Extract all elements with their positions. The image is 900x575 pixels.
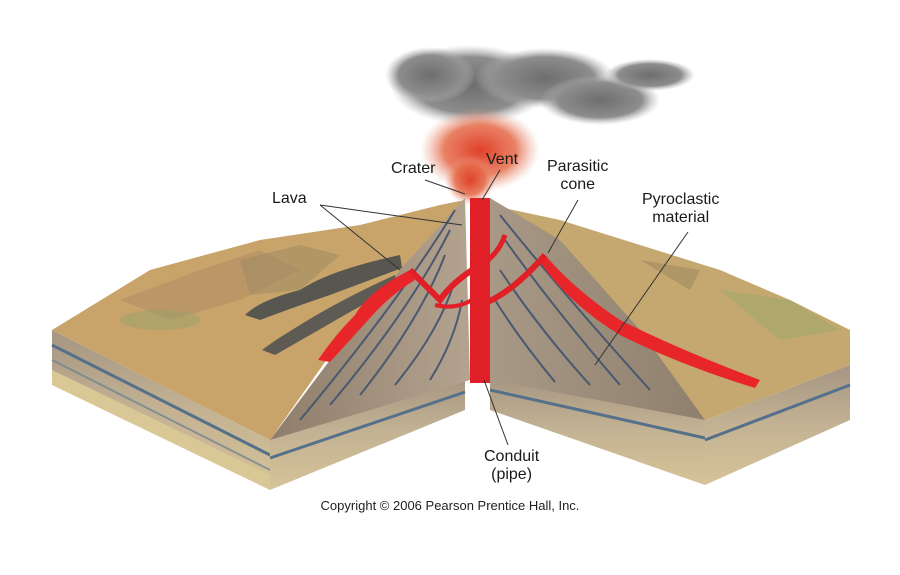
label-lava: Lava (272, 190, 307, 207)
left-terrain (52, 200, 465, 440)
label-pyroclastic-line2: material (652, 209, 710, 226)
label-crater: Crater (391, 160, 436, 177)
cone-left (270, 198, 470, 440)
label-conduit-line1: Conduit (484, 448, 540, 465)
right-block-strata (489, 365, 851, 485)
left-block-strata (51, 330, 466, 490)
label-pyroclastic-material: Pyroclastic material (642, 191, 719, 227)
label-parasitic-line2: cone (560, 176, 596, 193)
label-vent: Vent (486, 151, 519, 168)
leader-lines (319, 169, 689, 446)
magma-conduit (407, 198, 548, 383)
label-conduit-line2: (pipe) (491, 466, 533, 483)
old-lava-flows (245, 255, 402, 355)
label-parasitic-line1: Parasitic (547, 158, 609, 175)
label-conduit: Conduit (pipe) (484, 448, 539, 484)
label-parasitic-cone: Parasitic cone (547, 158, 608, 194)
lava-flows (318, 255, 760, 388)
copyright-notice: Copyright © 2006 Pearson Prentice Hall, … (320, 498, 580, 513)
ash-cloud (385, 45, 695, 205)
label-pyroclastic-line1: Pyroclastic (642, 191, 720, 208)
